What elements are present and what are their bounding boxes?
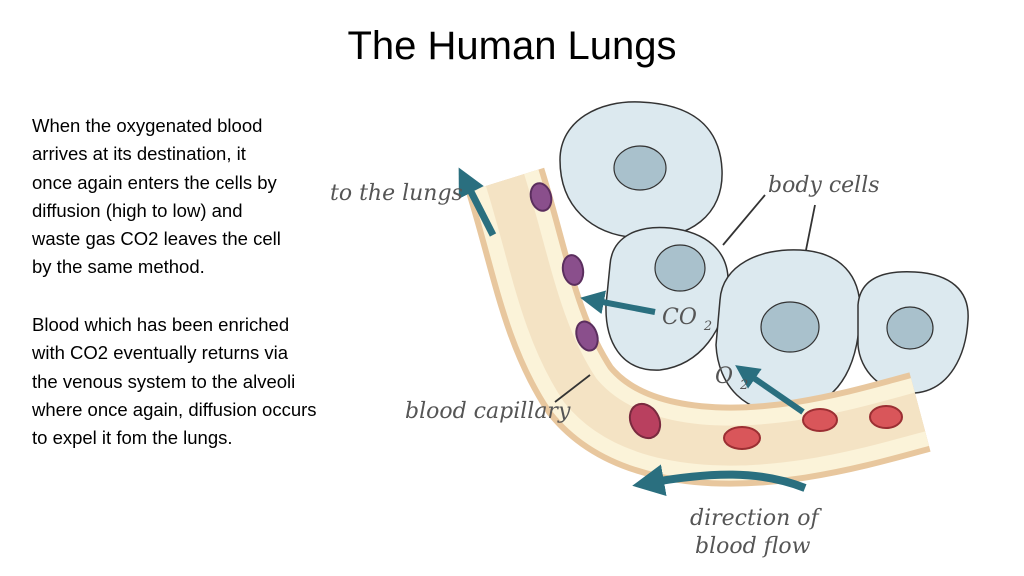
paragraph-line: waste gas CO2 leaves the cell [32, 228, 281, 250]
to-lungs-arrow [458, 167, 497, 237]
paragraph-enriched-blood: Blood which has been enriched with CO2 e… [32, 311, 367, 452]
paragraph-line: When the oxygenated blood [32, 115, 263, 136]
paragraph-line: with CO2 eventually returns via [32, 342, 289, 364]
co2-arrow [580, 290, 656, 315]
paragraph-line: where once again, diffusion occurs [32, 398, 317, 420]
direction-label-line2: blood flow [695, 534, 811, 559]
paragraph-line: once again enters the cells by [32, 171, 277, 193]
slide-title: The Human Lungs [347, 24, 677, 68]
body-cell [559, 101, 723, 239]
deoxygenated-blood-cell [575, 320, 599, 352]
body-cell [857, 271, 969, 394]
red-blood-cell [723, 426, 761, 450]
blood-capillary-label: blood capillary [405, 399, 571, 424]
arrows [458, 167, 816, 496]
capillary-pointer [554, 374, 591, 403]
co2-label: CO 2 [662, 305, 712, 334]
o2-label: O 2 [715, 364, 748, 393]
o2-subscript: 2 [739, 378, 748, 393]
direction-of-flow-arrow [632, 464, 807, 496]
body-cells [559, 101, 969, 414]
paragraph-oxygenated-blood: When the oxygenated blood arrives at its… [32, 112, 367, 282]
red-blood-cell [802, 408, 838, 432]
deoxygenated-blood-cell [529, 182, 553, 212]
paragraph-line: arrives at its destination, it [32, 143, 246, 165]
red-blood-cell [628, 402, 662, 440]
paragraph-line: diffusion (high to low) and [32, 199, 243, 221]
deoxygenated-blood-cell [561, 254, 585, 286]
co2-text: CO [662, 305, 697, 330]
paragraph-line: to expel it fom the lungs. [32, 427, 233, 449]
diagram-labels: to the lungs body cells CO 2 O 2 blood c… [330, 173, 880, 559]
paragraph-line: Blood which has been enriched [32, 314, 290, 335]
body-cells-pointer [805, 204, 816, 251]
body-cells-pointer [722, 194, 766, 246]
body-cells-label: body cells [768, 173, 880, 198]
blood-cells [529, 182, 903, 450]
o2-arrow [735, 365, 805, 415]
body-cell [605, 226, 729, 371]
red-blood-cell [869, 405, 903, 429]
to-the-lungs-label: to the lungs [330, 181, 463, 206]
o2-text: O [715, 364, 733, 389]
paragraph-line: by the same method. [32, 256, 205, 278]
direction-label-line1: direction of [690, 506, 823, 531]
paragraph-line: the venous system to the alveoli [32, 370, 296, 392]
co2-subscript: 2 [703, 319, 712, 334]
